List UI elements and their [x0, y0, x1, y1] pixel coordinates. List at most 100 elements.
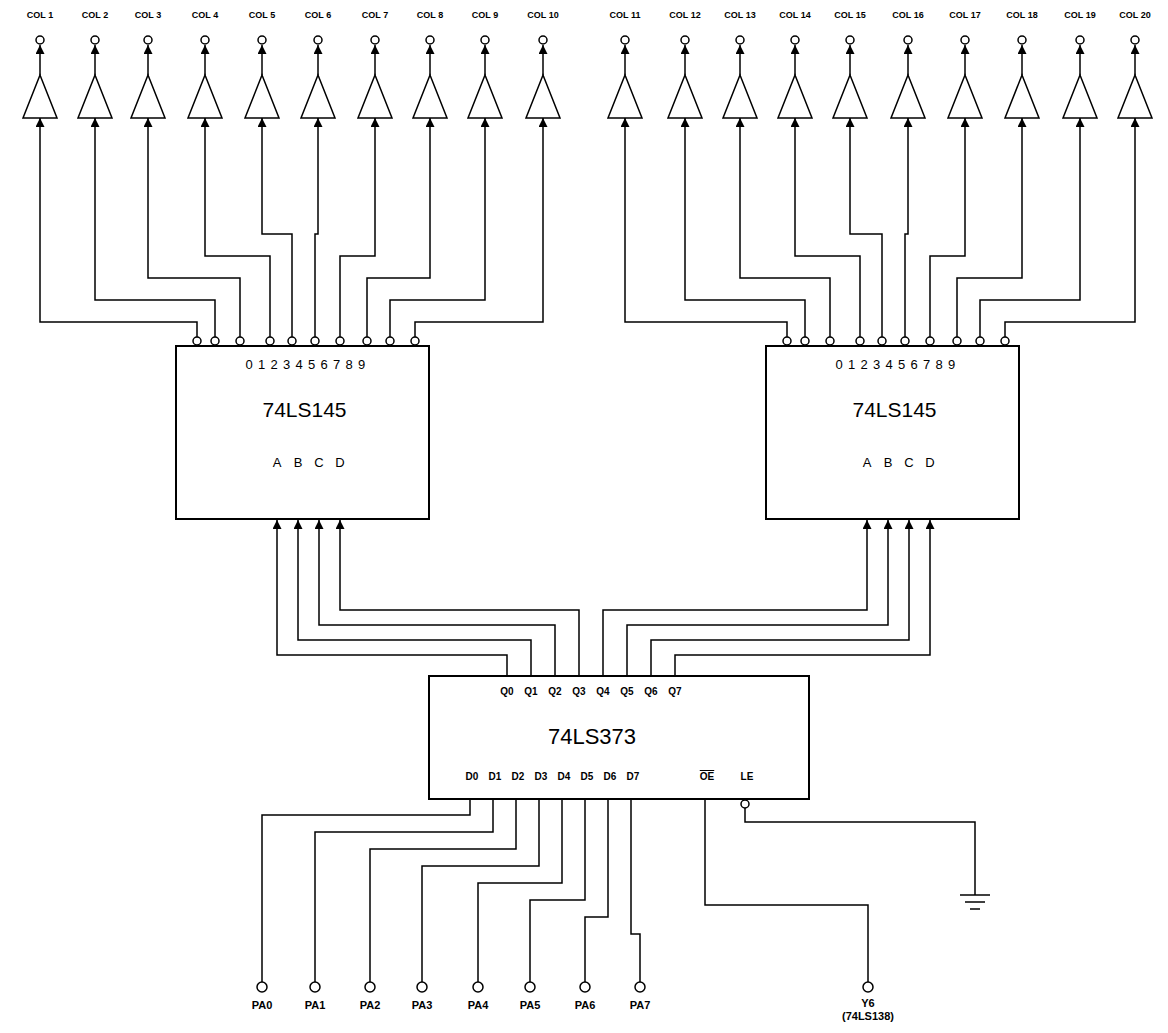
output-terminal: [1131, 36, 1139, 44]
buffer-symbol: [23, 75, 57, 118]
input-terminal: [365, 982, 375, 992]
pin-name: D: [925, 456, 934, 469]
output-terminal: [201, 36, 209, 44]
decoder-output-wire: [905, 118, 908, 337]
data-input-wire: [585, 800, 608, 982]
address-wire: [651, 520, 909, 675]
port-pin-name: PA0: [252, 999, 273, 1012]
column-output-name: COL 2: [82, 10, 108, 20]
pin-name: A: [863, 456, 872, 469]
buffer-symbol: [1118, 75, 1152, 118]
inverted-output-bubble: [363, 337, 371, 345]
pin-name: Q3: [572, 687, 585, 697]
input-terminal: [310, 982, 320, 992]
output-terminal: [846, 36, 854, 44]
column-output-name: COL 9: [472, 10, 498, 20]
output-wire: [1134, 45, 1136, 75]
pin-name: Q7: [668, 687, 681, 697]
buffer-symbol: [131, 75, 165, 118]
pin-number: 5: [898, 358, 905, 371]
pin-number: 9: [948, 358, 955, 371]
input-terminal: [580, 982, 590, 992]
buffer-symbol: [608, 75, 642, 118]
output-wire: [261, 45, 263, 75]
pin-number: 3: [283, 358, 290, 371]
output-wire: [964, 45, 966, 75]
ground-symbol: [960, 895, 990, 909]
inverted-output-bubble: [193, 337, 201, 345]
latch-chip: Q0Q1Q2Q3Q4Q5Q6Q774LS373D0D1D2D3D4D5D6D7O…: [428, 675, 810, 800]
inverted-output-bubble: [801, 337, 809, 345]
inverted-output-bubble: [336, 337, 344, 345]
input-terminal: [473, 982, 483, 992]
column-output-name: COL 1: [27, 10, 53, 20]
pin-name: C: [314, 456, 323, 469]
decoder-output-wire: [850, 118, 882, 337]
output-terminal: [371, 36, 379, 44]
buffer-symbol: [778, 75, 812, 118]
output-wire: [484, 45, 486, 75]
inverted-output-bubble: [856, 337, 864, 345]
decoder-output-wire: [980, 118, 1080, 337]
inverted-output-bubble: [411, 337, 419, 345]
output-terminal: [904, 36, 912, 44]
output-terminal: [736, 36, 744, 44]
pin-number: 7: [923, 358, 930, 371]
address-wire: [675, 520, 930, 675]
output-wire: [542, 45, 544, 75]
chip-name: 74LS373: [548, 726, 636, 748]
decoder-output-wire: [625, 118, 787, 337]
chip-name: 74LS145: [262, 399, 346, 420]
pin-name: Q2: [548, 687, 561, 697]
pin-number: 0: [835, 358, 842, 371]
pin-name: D6: [604, 772, 617, 782]
input-terminal: [525, 982, 535, 992]
inverted-output-bubble: [1001, 337, 1009, 345]
output-terminal: [258, 36, 266, 44]
output-terminal: [621, 36, 629, 44]
pin-name: D1: [489, 772, 502, 782]
output-wire: [624, 45, 626, 75]
column-output-name: COL 6: [305, 10, 331, 20]
inverted-output-bubble: [926, 337, 934, 345]
column-output-name: COL 8: [417, 10, 443, 20]
decoder-output-wire: [205, 118, 270, 337]
inverted-output-bubble: [953, 337, 961, 345]
decoder-chip: 012345678974LS145ABCD: [765, 345, 1020, 520]
column-output-name: COL 14: [779, 10, 810, 20]
pin-name: OE: [700, 772, 714, 782]
buffer-symbol: [468, 75, 502, 118]
column-output-name: COL 19: [1064, 10, 1095, 20]
column-output-name: COL 13: [724, 10, 755, 20]
output-terminal: [144, 36, 152, 44]
output-terminal: [36, 36, 44, 44]
output-terminal: [1018, 36, 1026, 44]
pin-name: Q0: [500, 687, 513, 697]
inverted-output-bubble: [386, 337, 394, 345]
pin-number: 4: [295, 358, 302, 371]
port-pin-name: PA3: [412, 999, 433, 1012]
port-pin-name: PA5: [520, 999, 541, 1012]
pin-name: D3: [535, 772, 548, 782]
pin-name: D5: [581, 772, 594, 782]
output-wire: [907, 45, 909, 75]
output-wire: [94, 45, 96, 75]
buffer-symbol: [1005, 75, 1039, 118]
decoder-output-wire: [957, 118, 1022, 337]
output-wire: [429, 45, 431, 75]
address-wire: [277, 520, 507, 675]
address-wire: [298, 520, 531, 675]
output-terminal: [791, 36, 799, 44]
data-input-wire: [530, 800, 585, 982]
output-terminal: [91, 36, 99, 44]
pin-name: D: [335, 456, 344, 469]
column-output-name: COL 17: [949, 10, 980, 20]
output-wire: [794, 45, 796, 75]
column-output-name: COL 11: [610, 10, 641, 20]
output-wire: [39, 45, 41, 75]
buffer-symbol: [188, 75, 222, 118]
output-terminal: [426, 36, 434, 44]
data-input-wire: [478, 800, 562, 982]
pin-number: 1: [848, 358, 855, 371]
